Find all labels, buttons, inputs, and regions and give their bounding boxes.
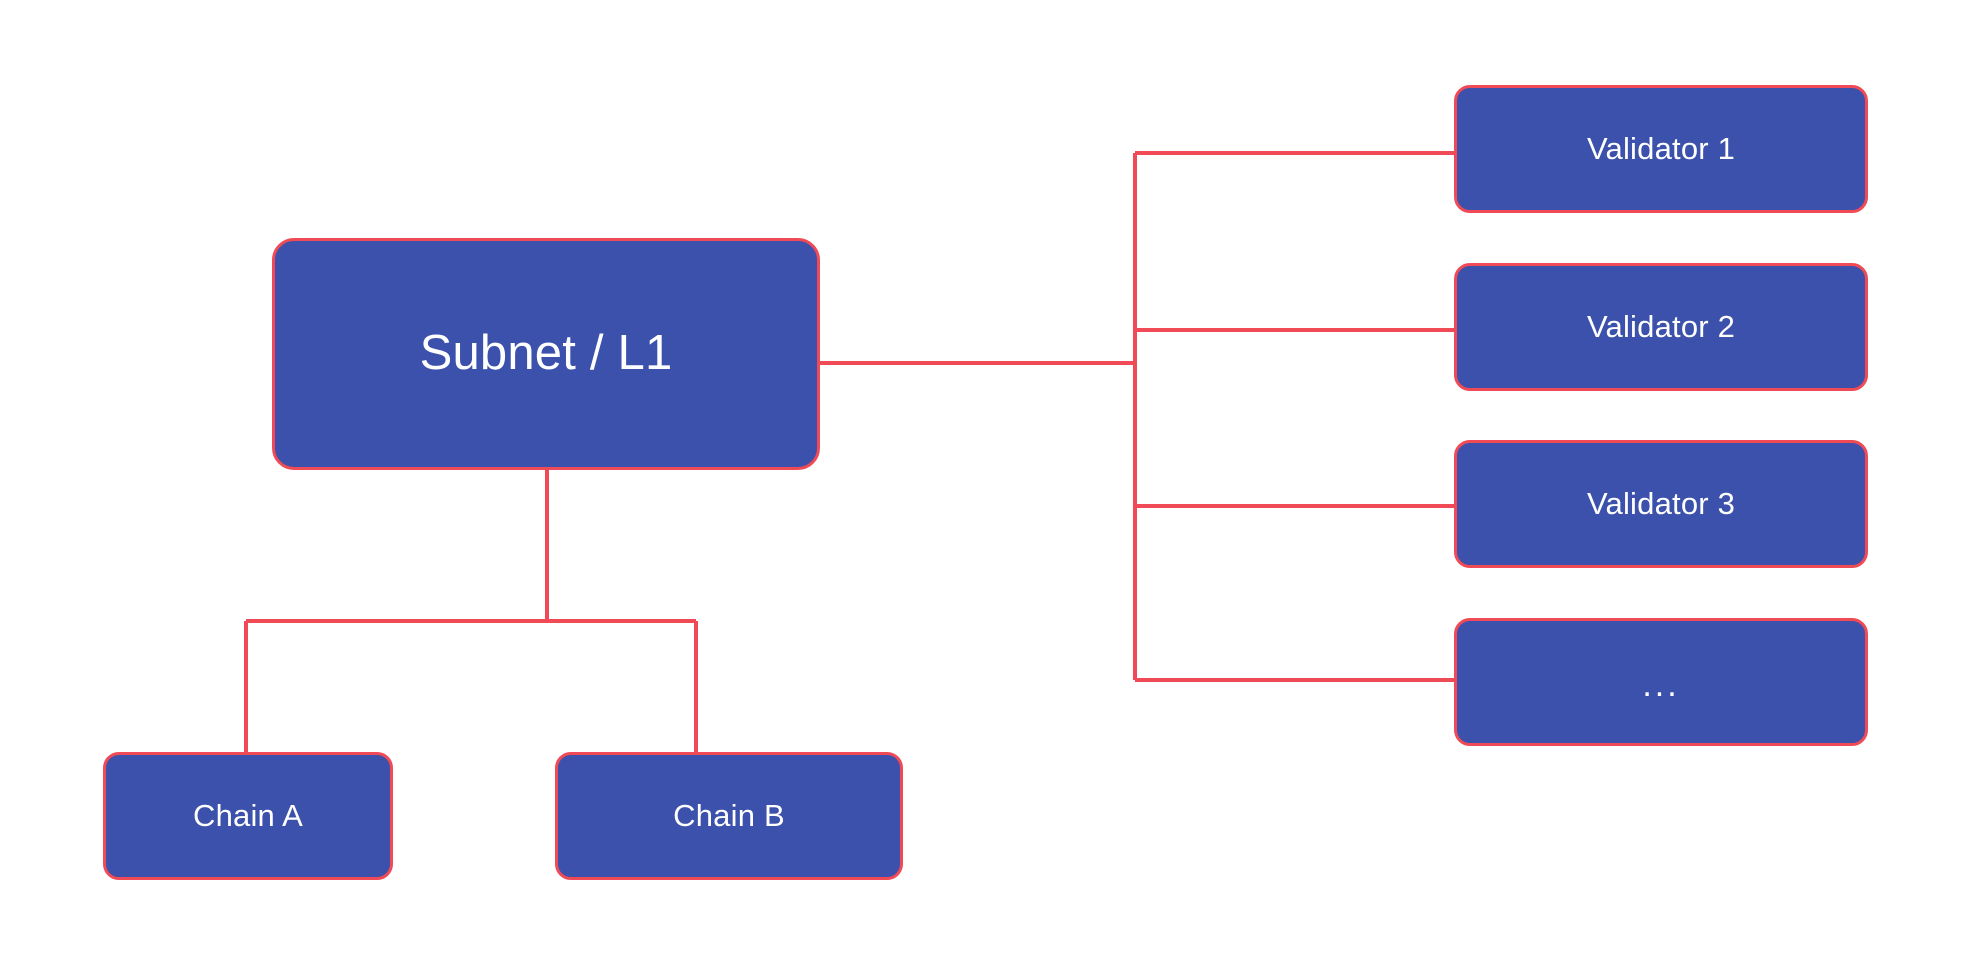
node-chain-b-label: Chain B xyxy=(673,797,785,833)
node-chain-b[interactable]: Chain B xyxy=(555,752,903,880)
node-chain-a[interactable]: Chain A xyxy=(103,752,393,880)
node-validator-2-label: Validator 2 xyxy=(1586,308,1736,344)
node-chain-a-label: Chain A xyxy=(193,797,303,833)
node-subnet-l1-label: Subnet / L1 xyxy=(419,326,673,381)
node-validator-1-label: Validator 1 xyxy=(1586,130,1736,166)
node-validator-3[interactable]: Validator 3 xyxy=(1454,440,1868,568)
node-subnet-l1[interactable]: Subnet / L1 xyxy=(272,238,820,470)
node-validator-1[interactable]: Validator 1 xyxy=(1454,85,1868,213)
node-validator-more[interactable]: ... xyxy=(1454,618,1868,746)
node-validator-3-label: Validator 3 xyxy=(1586,485,1736,521)
node-validator-2[interactable]: Validator 2 xyxy=(1454,263,1868,391)
node-validator-more-label: ... xyxy=(1642,666,1680,705)
